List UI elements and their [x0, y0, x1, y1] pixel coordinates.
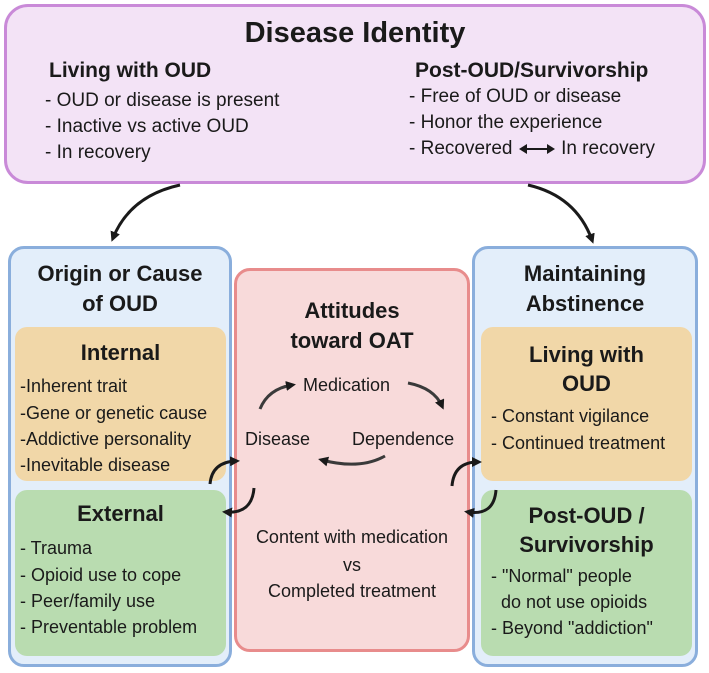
disease-identity-title: Disease Identity: [244, 17, 466, 49]
abstinence-post-item: - Beyond "addiction": [491, 618, 653, 638]
arrow-to-abstinence: [527, 183, 595, 244]
abstinence-title-line2: Abstinence: [525, 291, 645, 316]
cycle-disease: Disease: [245, 429, 311, 449]
identity-post-item: - Free of OUD or disease: [409, 86, 622, 107]
arrow-to-origin: [110, 183, 181, 242]
post-oud-survivorship-heading: Post-OUD/Survivorship: [415, 59, 649, 82]
abstinence-living-item: - Constant vigilance: [491, 406, 650, 426]
abstinence-living-item: - Continued treatment: [491, 433, 666, 453]
cycle-medication: Medication: [303, 375, 391, 395]
identity-living-item: - Inactive vs active OUD: [45, 116, 249, 137]
external-item: - Peer/family use: [20, 591, 156, 611]
external-box: External - Trauma - Opioid use to cope -…: [15, 490, 226, 656]
external-item: - Opioid use to cope: [20, 565, 182, 585]
attitudes-title-line1: Attitudes: [304, 298, 400, 323]
living-with-oud-heading: Living with OUD: [49, 59, 212, 82]
internal-item: -Inherent trait: [20, 376, 128, 396]
identity-post-item: - Honor the experience: [409, 112, 603, 133]
abstinence-post-heading2: Survivorship: [519, 532, 654, 557]
oat-bottom-line3: Completed treatment: [267, 581, 437, 601]
in-recovery-label: In recovery: [561, 138, 656, 159]
internal-item: -Addictive personality: [20, 429, 192, 449]
abstinence-title-line1: Maintaining: [523, 261, 647, 286]
disease-identity-panel: Disease Identity Living with OUD - OUD o…: [4, 4, 706, 184]
abstinence-post-heading1: Post-OUD /: [528, 503, 645, 528]
bidirectional-arrow-icon: [518, 143, 555, 154]
oat-bottom-line2: vs: [343, 555, 361, 575]
attitudes-panel: Attitudes toward OAT Medication Dependen…: [234, 268, 470, 652]
origin-cause-panel: Origin or Cause of OUD Internal -Inheren…: [8, 246, 232, 667]
identity-living-item: - OUD or disease is present: [45, 90, 280, 111]
origin-title-line1: Origin or Cause: [37, 261, 203, 286]
abstinence-living-heading2: OUD: [562, 371, 611, 396]
maintaining-abstinence-panel: Maintaining Abstinence Living with OUD -…: [472, 246, 698, 667]
internal-item: -Gene or genetic cause: [20, 403, 208, 423]
abstinence-living-box: Living with OUD - Constant vigilance - C…: [481, 327, 692, 481]
attitudes-title-line2: toward OAT: [290, 328, 414, 353]
cycle-dependence: Dependence: [352, 429, 455, 449]
recovered-label: - Recovered: [409, 138, 513, 159]
internal-item: -Inevitable disease: [20, 455, 171, 475]
origin-title-line2: of OUD: [82, 291, 158, 316]
abstinence-post-item: - "Normal" people: [491, 566, 632, 586]
abstinence-post-box: Post-OUD / Survivorship - "Normal" peopl…: [481, 490, 692, 656]
abstinence-post-item: do not use opioids: [491, 592, 648, 612]
identity-living-item: - In recovery: [45, 142, 151, 163]
external-item: - Trauma: [20, 538, 93, 558]
external-heading: External: [77, 501, 164, 526]
abstinence-living-heading1: Living with: [529, 342, 644, 367]
internal-heading: Internal: [80, 340, 161, 365]
oat-bottom-line1: Content with medication: [255, 527, 449, 547]
internal-box: Internal -Inherent trait -Gene or geneti…: [15, 327, 226, 481]
external-item: - Preventable problem: [20, 617, 198, 637]
identity-post-item: - Recovered In recovery: [409, 136, 655, 162]
